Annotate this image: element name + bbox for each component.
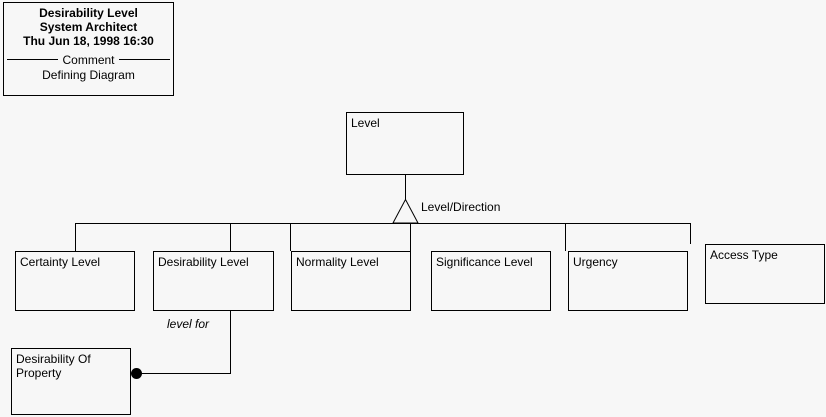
relationship-vertical-segment [230,311,231,373]
connector-stub-normality [290,223,291,251]
connector-stub-significance [410,223,411,251]
entity-urgency[interactable]: Urgency [568,251,688,311]
connector-stub-certainty [75,223,76,251]
entity-label: Urgency [573,255,618,269]
entity-desirability-of-property[interactable]: Desirability Of Property [11,348,131,415]
entity-normality-level[interactable]: Normality Level [291,251,411,311]
connector-stub-urgency [565,223,566,251]
diagram-title-line-1: Desirability Level [39,6,138,20]
diagram-title-block: Desirability Level System Architect Thu … [3,2,174,96]
entity-label: Desirability Of Property [16,352,91,380]
entity-significance-level[interactable]: Significance Level [431,251,551,311]
diagram-title-line-2: System Architect [39,20,138,34]
entity-label: Significance Level [436,255,533,269]
entity-access-type[interactable]: Access Type [705,244,825,304]
entity-label: Normality Level [296,255,379,269]
mandatory-circle-icon [131,368,142,379]
generalization-bus-line [75,223,690,224]
entity-certainty-level[interactable]: Certainty Level [15,251,135,311]
entity-level[interactable]: Level [346,112,464,175]
entity-label: Certainty Level [20,255,101,269]
relationship-horizontal-segment [139,373,231,374]
comment-section-divider: Comment [4,51,173,68]
entity-desirability-level[interactable]: Desirability Level [153,251,274,311]
entity-label: Level [351,116,380,130]
comment-text: Defining Diagram [42,68,135,82]
entity-label: Access Type [710,248,778,262]
generalization-triangle-icon [392,199,419,224]
connector-stub-desirability [230,223,231,251]
comment-section-label: Comment [58,52,119,68]
connector-stub-access-type [690,223,691,244]
relationship-label: level for [167,317,210,331]
entity-label: Desirability Level [158,255,249,269]
generalization-discriminator-label: Level/Direction [421,200,501,214]
diagram-timestamp: Thu Jun 18, 1998 16:30 [23,34,154,48]
generalization-stem [405,175,406,200]
